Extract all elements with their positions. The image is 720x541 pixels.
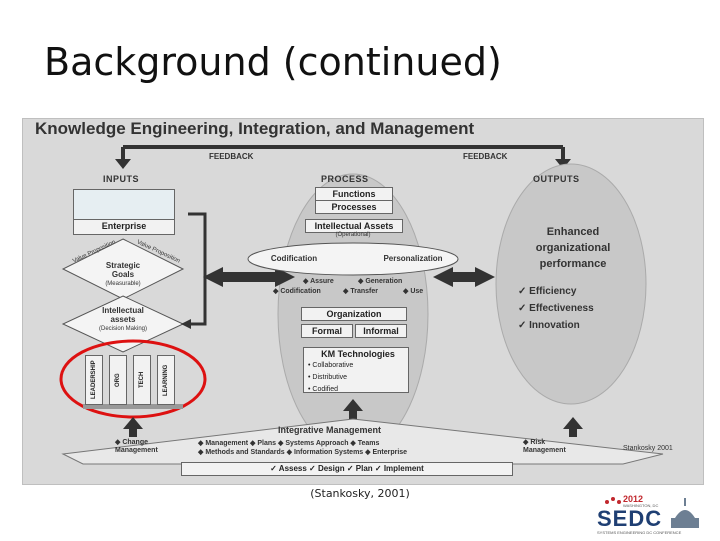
sedc-logo: 2012 WASHINGTON, DC SEDC SYSTEMS ENGINEE…	[593, 492, 703, 536]
formal-box: Formal	[301, 324, 353, 338]
logo-tagline: SYSTEMS ENGINEERING DC CONFERENCE	[597, 530, 682, 535]
assess-design-plan-implement-bar: ✓ Assess ✓ Design ✓ Plan ✓ Implement	[181, 462, 513, 476]
figure-title: Knowledge Engineering, Integration, and …	[35, 119, 475, 138]
risk-management-item: ◆ Risk Management	[523, 439, 566, 454]
km-technologies-title: KM Technologies	[321, 349, 395, 359]
feedback-label-left: FEEDBACK	[209, 152, 254, 161]
figure-caption: (Stankosky, 2001)	[310, 487, 410, 500]
logo-name: SEDC	[597, 506, 663, 531]
pillar-leadership: LEADERSHIP	[85, 355, 103, 405]
management-row-2: ◆ Methods and Standards ◆ Information Sy…	[198, 449, 408, 456]
integrative-management-label: Integrative Management	[278, 425, 382, 435]
pillar-tech: TECH	[133, 355, 151, 405]
assure-item: ◆ Assure	[303, 278, 334, 285]
outputs-item: ✓ Efficiency	[518, 286, 577, 297]
feedback-label-right: FEEDBACK	[463, 152, 508, 161]
figure-credit: Stankosky 2001	[623, 445, 673, 452]
slide-title: Background (continued)	[44, 40, 502, 84]
pillar-org: ORG	[109, 355, 127, 405]
km-framework-figure: Knowledge Engineering, Integration, and …	[22, 118, 704, 485]
personalization-label: Personalization	[383, 254, 443, 263]
informal-box: Informal	[355, 324, 407, 338]
transfer-item: ◆ Transfer	[343, 288, 378, 295]
outputs-item: ✓ Effectiveness	[518, 303, 594, 314]
codification-label: Codification	[270, 254, 318, 263]
generation-item: ◆ Generation	[358, 278, 403, 285]
process-heading: PROCESS	[321, 174, 369, 184]
strategic-goals-label: Strategic Goals	[105, 261, 141, 279]
km-item: • Distributive	[308, 374, 348, 381]
functions-box: Functions	[315, 187, 393, 201]
intellectual-assets-process-box: Intellectual Assets	[305, 219, 403, 233]
processes-box: Processes	[315, 200, 393, 214]
km-technologies-box: KM Technologies • Collaborative • Distri…	[303, 347, 409, 393]
enterprise-label: Enterprise	[73, 219, 175, 235]
km-item: • Collaborative	[308, 362, 354, 369]
logo-location: WASHINGTON, DC	[623, 503, 659, 508]
operational-label: (Operational)	[335, 232, 371, 238]
organization-box: Organization	[301, 307, 407, 321]
outputs-heading: OUTPUTS	[533, 174, 580, 184]
pillar-learning: LEARNING	[157, 355, 175, 405]
intellectual-assets-input-label: Intellectual assets	[102, 306, 144, 324]
use-item: ◆ Use	[403, 288, 424, 295]
measurable-label: (Measurable)	[105, 281, 141, 287]
outputs-main-label: Enhanced organizational performance	[535, 226, 611, 270]
inputs-heading: INPUTS	[103, 174, 140, 184]
km-item: • Codified	[308, 386, 339, 393]
change-management-item: ◆ Change Management	[115, 439, 158, 454]
codification-item: ◆ Codification	[273, 288, 321, 295]
logo-year: 2012	[623, 494, 644, 504]
capitol-dome-icon	[605, 497, 699, 528]
decision-making-label: (Decision Making)	[98, 326, 147, 332]
outputs-item: ✓ Innovation	[518, 320, 580, 331]
management-row-1: ◆ Management ◆ Plans ◆ Systems Approach …	[198, 440, 380, 447]
